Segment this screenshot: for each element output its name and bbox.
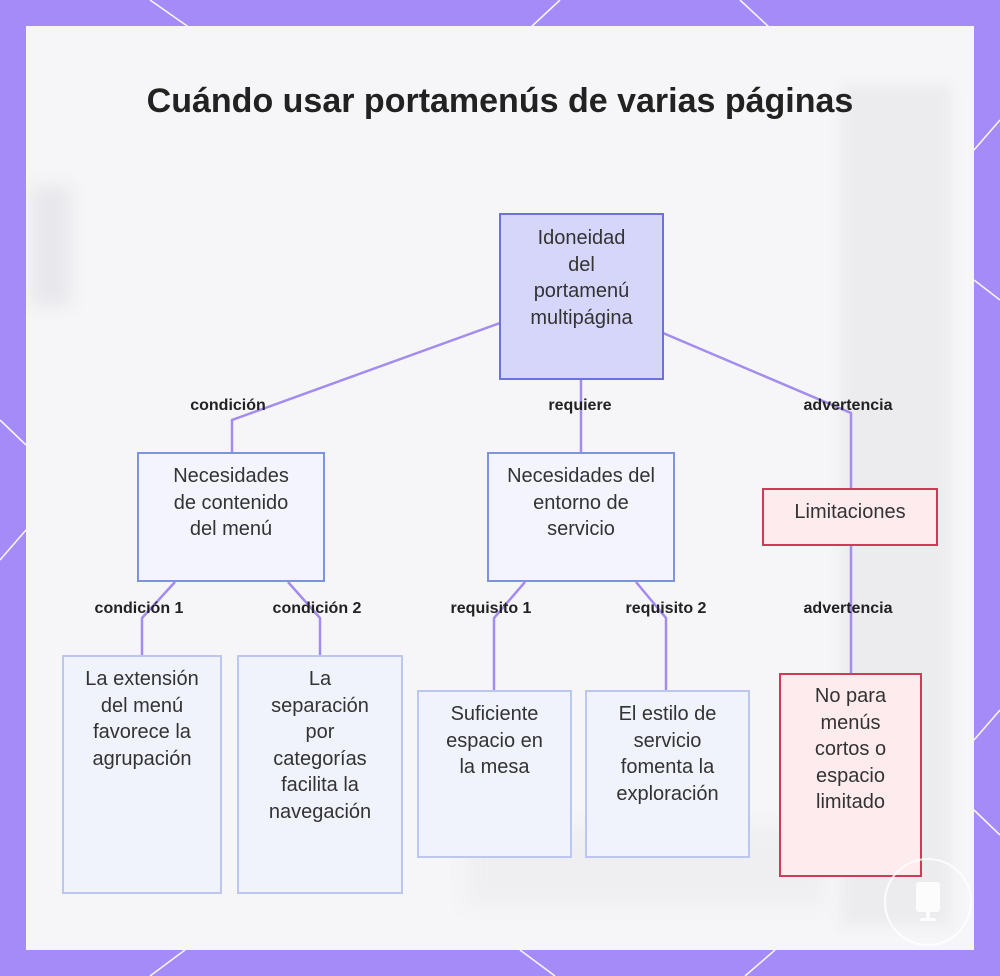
node-leaf-service-style: El estilo de servicio fomenta la explora…	[585, 690, 750, 858]
node-content-needs-label: Necesidades de contenido del menú	[173, 465, 289, 540]
edge-label-condicion: condición	[190, 397, 266, 414]
edge-service-leaf4	[635, 581, 668, 691]
node-leaf-table-space-label: Suficiente espacio en la mesa	[446, 703, 543, 778]
edge-label-requisito-2: requisito 2	[625, 600, 707, 617]
edge-content-leaf2	[287, 581, 322, 656]
edge-label-condicion-1: condición 1	[94, 600, 184, 617]
node-leaf-table-space: Suficiente espacio en la mesa	[417, 690, 572, 858]
node-service-needs: Necesidades del entorno de servicio	[487, 452, 675, 582]
node-root-label: Idoneidad del portamenú multipágina	[530, 227, 633, 329]
edge-label-advertencia: advertencia	[803, 397, 893, 414]
node-limitations-label: Limitaciones	[794, 501, 906, 523]
edge-content-leaf1	[140, 581, 176, 656]
edge-service-leaf3	[492, 581, 526, 691]
edge-label-condicion-2: condición 2	[272, 600, 362, 617]
node-service-needs-label: Necesidades del entorno de servicio	[507, 465, 655, 540]
edge-label-requisito-1: requisito 1	[450, 600, 532, 617]
node-leaf-warning: No para menús cortos o espacio limitado	[779, 673, 922, 877]
edge-root-limits	[662, 331, 853, 489]
node-leaf-grouping: La extensión del menú favorece la agrupa…	[62, 655, 222, 894]
edge-label-advertencia-2: advertencia	[803, 600, 893, 617]
node-root: Idoneidad del portamenú multipágina	[499, 213, 664, 380]
node-leaf-grouping-label: La extensión del menú favorece la agrupa…	[85, 668, 199, 770]
edge-root-content	[230, 321, 501, 453]
edge-label-requiere: requiere	[548, 397, 612, 414]
node-limitations: Limitaciones	[762, 488, 938, 546]
node-content-needs: Necesidades de contenido del menú	[137, 452, 325, 582]
node-leaf-navigation: La separación por categorías facilita la…	[237, 655, 403, 894]
diagram-title: Cuándo usar portamenús de varias páginas	[146, 82, 854, 120]
node-leaf-navigation-label: La separación por categorías facilita la…	[268, 668, 372, 823]
node-leaf-service-style-label: El estilo de servicio fomenta la explora…	[616, 703, 719, 805]
watermark-badge	[884, 858, 972, 946]
monitor-icon	[916, 882, 940, 921]
node-leaf-warning-label: No para menús cortos o espacio limitado	[814, 685, 887, 813]
